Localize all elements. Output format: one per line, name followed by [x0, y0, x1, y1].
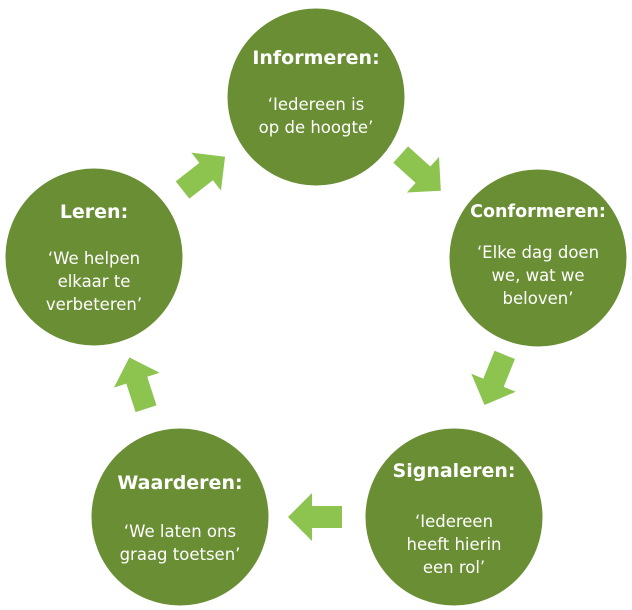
node-conformeren-line-2: we, wat we — [491, 266, 584, 285]
node-leren-line-2: elkaar te — [58, 272, 131, 291]
node-leren-circle — [2, 165, 186, 349]
arrow-leren-to-informeren — [175, 152, 226, 199]
node-waarderen: Waarderen: ‘We laten ons graag toetsen’ — [88, 425, 272, 609]
node-waarderen-line-2: graag toetsen’ — [120, 545, 241, 564]
node-signaleren-line-3: een rol’ — [423, 558, 485, 577]
arrows — [113, 146, 516, 541]
node-informeren-title: Informeren: — [252, 47, 379, 69]
node-informeren: Informeren: ‘Iedereen is op de hoogte’ — [224, 5, 408, 189]
node-signaleren: Signaleren: ‘Iedereen heeft hierin een r… — [362, 425, 546, 609]
node-leren: Leren: ‘We helpen elkaar te verbeteren’ — [2, 165, 186, 349]
node-conformeren-line-3: beloven’ — [503, 289, 574, 308]
node-signaleren-line-2: heeft hierin — [406, 535, 501, 554]
node-waarderen-circle — [88, 425, 272, 609]
node-informeren-line-1: ‘Iedereen is — [268, 95, 365, 114]
node-signaleren-circle — [362, 425, 546, 609]
node-waarderen-title: Waarderen: — [117, 472, 242, 494]
node-signaleren-line-1: ‘Iedereen — [415, 512, 493, 531]
node-conformeren-title: Conformeren: — [470, 202, 606, 222]
node-informeren-circle — [224, 5, 408, 189]
node-waarderen-line-1: ‘We laten ons — [124, 522, 236, 541]
node-conformeren: Conformeren: ‘Elke dag doen we, wat we b… — [446, 166, 630, 350]
arrow-conformeren-to-signaleren — [471, 350, 516, 405]
arrow-waarderen-to-leren — [113, 357, 160, 413]
node-leren-line-1: ‘We helpen — [48, 249, 140, 268]
node-signaleren-title: Signaleren: — [393, 460, 516, 482]
node-conformeren-circle — [446, 166, 630, 350]
arrow-informeren-to-conformeren — [393, 146, 441, 193]
node-conformeren-line-1: ‘Elke dag doen — [477, 243, 599, 262]
arrow-signaleren-to-waarderen — [288, 493, 342, 541]
node-leren-line-3: verbeteren’ — [46, 295, 142, 314]
node-leren-title: Leren: — [60, 201, 128, 223]
node-informeren-line-2: op de hoogte’ — [259, 118, 374, 137]
